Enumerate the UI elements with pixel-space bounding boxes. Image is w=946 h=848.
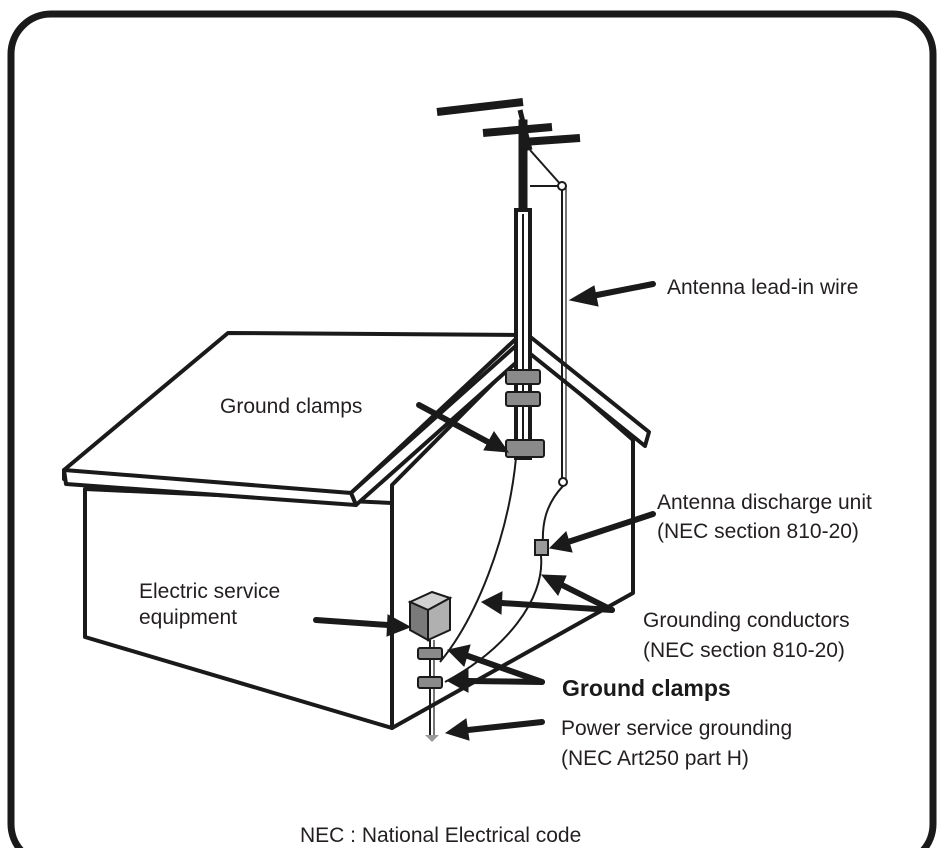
mast-ground-clamps	[505, 369, 545, 458]
label-power-grounding-line1: Power service grounding	[561, 717, 792, 740]
house-side-wall	[83, 487, 394, 730]
diagram-frame	[7, 10, 937, 848]
electric-service-equipment	[407, 590, 453, 642]
antenna-element-2	[482, 123, 553, 137]
antenna-element-3	[522, 134, 581, 146]
lower-ground-clamps	[417, 647, 443, 689]
grounding-conductors	[439, 457, 543, 683]
antenna-lead-in-wire	[541, 181, 568, 546]
label-electric-service-line1: Electric service	[139, 580, 280, 603]
antenna-upper-mast	[518, 119, 528, 211]
label-discharge-unit-line2: (NEC section 810-20)	[657, 520, 859, 543]
lower-clamp-2	[417, 676, 443, 689]
antenna-discharge-unit	[534, 539, 549, 556]
arrow-power-grounding	[465, 719, 545, 733]
label-grounding-conductors-line1: Grounding conductors	[643, 609, 850, 632]
arrow-lower-clamp-1	[465, 653, 545, 685]
label-grounding-conductors-line2: (NEC section 810-20)	[643, 639, 845, 662]
label-electric-service-line2: equipment	[139, 606, 237, 629]
label-discharge-unit-line1: Antenna discharge unit	[657, 491, 872, 514]
arrow-lead-in	[589, 281, 656, 299]
label-power-grounding-line2: (NEC Art250 part H)	[561, 747, 749, 770]
grounding-conductor-mast	[439, 457, 517, 663]
house	[62, 331, 651, 730]
arrow-lower-clamp-2	[465, 678, 545, 685]
arrow-discharge-unit	[565, 511, 656, 545]
footnote-nec: NEC : National Electrical code	[300, 824, 581, 847]
arrow-grounding-conductor-2	[559, 582, 615, 613]
mast-clamp-2	[505, 391, 541, 407]
mast-clamp-1	[505, 369, 541, 385]
antenna-bracket	[529, 149, 563, 187]
arrow-electric-service	[313, 617, 391, 628]
arrow-grounding-conductor-1	[499, 600, 615, 613]
label-ground-clamps-bottom: Ground clamps	[562, 675, 731, 701]
arrow-mast-clamp	[416, 402, 491, 445]
roof-fascia	[62, 468, 358, 507]
mast-clamp-3	[505, 439, 545, 458]
grounding-conductor-discharge	[444, 555, 543, 683]
callout-arrows	[313, 281, 656, 741]
label-ground-clamps-top: Ground clamps	[220, 395, 362, 418]
antenna-element-1	[436, 98, 524, 116]
label-antenna-lead-in: Antenna lead-in wire	[667, 276, 858, 299]
lower-clamp-1	[417, 647, 443, 660]
